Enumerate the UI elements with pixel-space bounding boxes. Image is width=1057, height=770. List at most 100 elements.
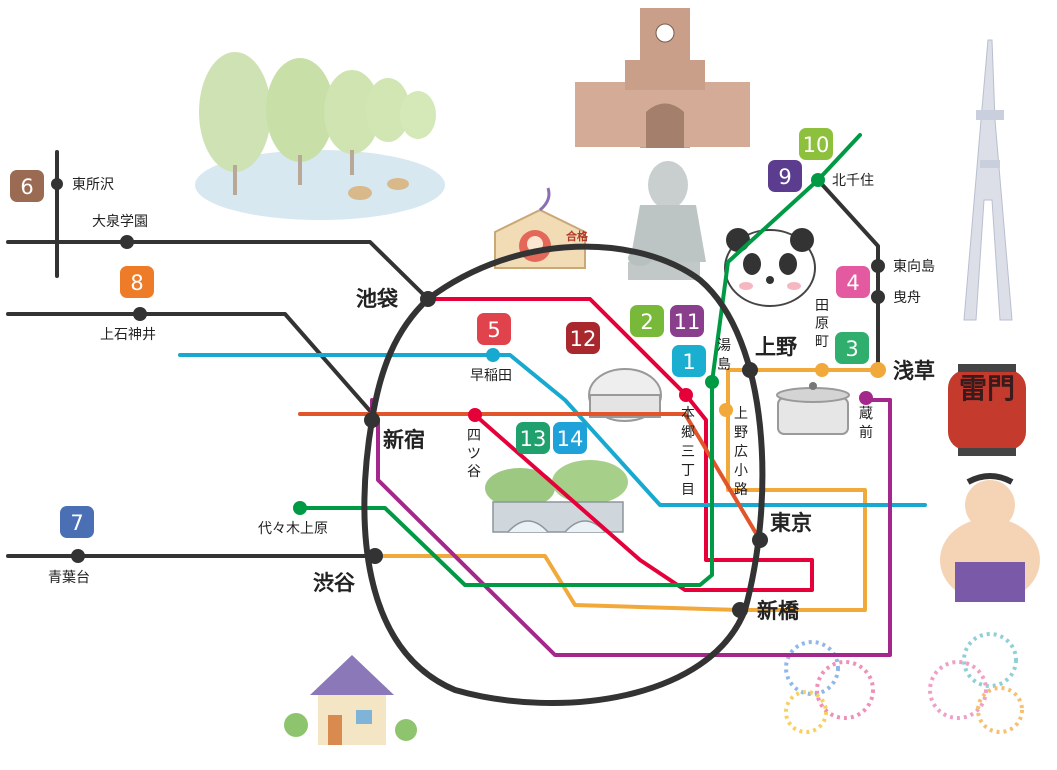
- badge-5: 5: [477, 313, 511, 345]
- fireworks-left: [784, 640, 875, 734]
- badge-13: 13: [516, 422, 550, 454]
- label-asakusa: 浅草: [893, 359, 935, 383]
- dot-hongo: [679, 388, 693, 402]
- sumo-wrestler: [940, 473, 1040, 602]
- badge-1: 1: [672, 345, 706, 377]
- label-shibuya: 渋谷: [313, 571, 356, 595]
- major-station-labels: 池袋 新宿 渋谷 上野 東京 新橋 浅草: [313, 287, 935, 623]
- line-tozai: [178, 353, 927, 507]
- dot-waseda: [486, 348, 500, 362]
- svg-text:9: 9: [778, 165, 791, 189]
- label-tokyo: 東京: [770, 511, 812, 535]
- line-badges: 6 8 7 5 12 2 11 1 13 14 10 9 4 3: [10, 128, 870, 538]
- svg-text:5: 5: [487, 318, 500, 342]
- badge-2: 2: [630, 305, 664, 337]
- svg-text:11: 11: [674, 310, 701, 334]
- badge-4: 4: [836, 266, 870, 298]
- svg-text:6: 6: [20, 175, 33, 199]
- dot-hikifune: [871, 290, 885, 304]
- label-higashi-tokorozawa: 東所沢: [72, 177, 114, 193]
- kaminarimon-text: 雷門: [959, 372, 1015, 405]
- svg-text:10: 10: [803, 133, 830, 157]
- line-tobu: [816, 178, 880, 372]
- label-kami-shakujii: 上石神井: [100, 327, 156, 343]
- dot-shibuya: [367, 548, 383, 564]
- dot-asakusa: [870, 362, 886, 378]
- svg-text:14: 14: [557, 427, 584, 451]
- university-clock-tower: [575, 8, 750, 148]
- svg-text:12: 12: [570, 327, 597, 351]
- dot-kami-shakujii: [133, 307, 147, 321]
- label-shimbashi: 新橋: [757, 599, 800, 623]
- label-hikifune: 曳舟: [893, 290, 921, 306]
- label-kitasenju: 北千住: [832, 173, 874, 189]
- fireworks-right: [928, 632, 1024, 734]
- dot-ueno-hirokoji: [719, 403, 733, 417]
- ema-text: 合格: [566, 229, 589, 243]
- pot-illustration: [776, 382, 850, 435]
- bridge-illustration: [485, 460, 628, 533]
- svg-text:2: 2: [640, 310, 653, 334]
- dot-shinjuku: [364, 412, 380, 428]
- line-chiyoda: [298, 133, 862, 587]
- station-dots: [51, 173, 886, 618]
- label-yotsuya: 四ツ谷: [467, 428, 481, 480]
- svg-text:8: 8: [130, 271, 143, 295]
- label-waseda: 早稲田: [470, 368, 512, 384]
- dot-yotsuya: [468, 408, 482, 422]
- park-illustration: [195, 52, 445, 220]
- svg-text:4: 4: [846, 271, 859, 295]
- dot-yushima: [705, 375, 719, 389]
- dot-oizumi-gakuen: [120, 235, 134, 249]
- badge-14: 14: [553, 422, 587, 454]
- statue-saigo: [628, 161, 706, 280]
- svg-text:7: 7: [70, 511, 83, 535]
- dot-higashi-tokorozawa: [51, 178, 63, 190]
- label-oizumi-gakuen: 大泉学園: [92, 213, 148, 230]
- label-tawaramachi: 田原町: [815, 298, 829, 350]
- line-yamanote: [361, 243, 766, 706]
- line-oedo: [370, 398, 892, 657]
- rail-lines: [6, 133, 927, 706]
- line-marunouchi: [426, 297, 814, 592]
- kaminarimon-lantern: 雷門: [948, 364, 1026, 456]
- svg-text:3: 3: [845, 337, 858, 361]
- label-ikebukuro: 池袋: [356, 287, 399, 311]
- line-seibu-shinjuku: [6, 312, 380, 422]
- badge-3: 3: [835, 332, 869, 364]
- label-higashi-mukojima: 東向島: [893, 259, 935, 275]
- panda-illustration: [724, 228, 816, 307]
- dot-kuramae: [859, 391, 873, 405]
- label-aobadai: 青葉台: [48, 570, 90, 586]
- house-illustration: [284, 655, 417, 745]
- label-ueno: 上野: [755, 335, 797, 359]
- badge-7: 7: [60, 506, 94, 538]
- badge-12: 12: [566, 322, 600, 354]
- dot-tokyo: [752, 532, 768, 548]
- label-kuramae: 蔵前: [859, 406, 873, 441]
- dot-yoyogi-uehara: [293, 501, 307, 515]
- badge-6: 6: [10, 170, 44, 202]
- badge-8: 8: [120, 266, 154, 298]
- dot-ikebukuro: [420, 291, 436, 307]
- label-shinjuku: 新宿: [383, 428, 425, 452]
- badge-11: 11: [670, 305, 704, 337]
- dot-aobadai: [71, 549, 85, 563]
- dot-higashi-mukojima: [871, 259, 885, 273]
- dot-shimbashi: [732, 602, 748, 618]
- svg-text:13: 13: [520, 427, 547, 451]
- line-chuo: [298, 412, 762, 542]
- line-ginza: [373, 368, 880, 612]
- badge-10: 10: [799, 128, 833, 160]
- minor-station-labels: 東所沢 大泉学園 上石神井 早稲田 代々木上原 青葉台 北千住 東向島 曳舟 四…: [48, 173, 935, 586]
- badge-9: 9: [768, 160, 802, 192]
- label-ueno-hirokoji: 上野広小路: [734, 406, 748, 498]
- label-yoyogi-uehara: 代々木上原: [258, 521, 328, 537]
- dot-kitasenju: [811, 173, 825, 187]
- label-hongo-3chome: 本郷三丁目: [681, 406, 695, 498]
- kokugikan-dome: [588, 368, 662, 422]
- dot-ueno: [742, 362, 758, 378]
- label-yushima: 湯島: [717, 337, 731, 373]
